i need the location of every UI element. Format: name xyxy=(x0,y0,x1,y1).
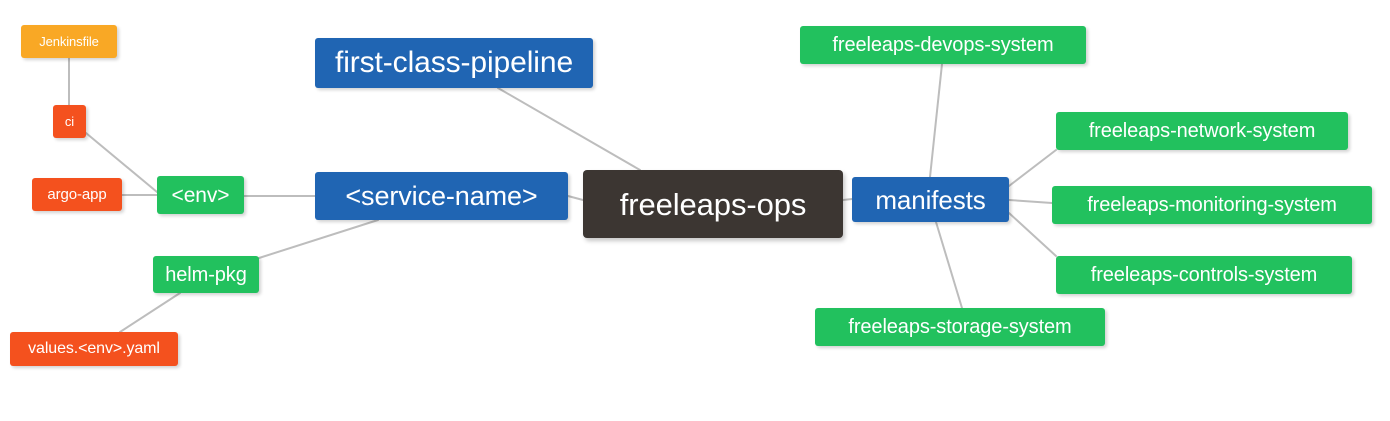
node-manifests[interactable]: manifests xyxy=(852,177,1009,222)
node-network-system[interactable]: freeleaps-network-system xyxy=(1056,112,1348,150)
edge-service-name-to-freeleaps-ops xyxy=(567,195,584,201)
node-label: helm-pkg xyxy=(165,263,247,286)
node-devops-system[interactable]: freeleaps-devops-system xyxy=(800,26,1086,64)
node-first-class-pipeline[interactable]: first-class-pipeline xyxy=(315,38,593,88)
node-helm-pkg[interactable]: helm-pkg xyxy=(153,256,259,293)
edge-helm-pkg-to-service-name xyxy=(258,219,379,259)
node-monitoring-system[interactable]: freeleaps-monitoring-system xyxy=(1052,186,1372,224)
node-label: argo-app xyxy=(47,186,107,203)
edge-manifests-to-network-system xyxy=(1008,149,1057,187)
node-label: manifests xyxy=(875,184,986,215)
node-label: freeleaps-devops-system xyxy=(832,34,1054,56)
edge-freeleaps-ops-to-manifests xyxy=(842,198,853,201)
node-label: values.<env>.yaml xyxy=(28,340,160,357)
node-label: freeleaps-network-system xyxy=(1088,120,1316,142)
edge-manifests-to-devops-system xyxy=(929,63,943,178)
edge-first-class-pipeline-to-freeleaps-ops xyxy=(497,87,641,171)
node-label: freeleaps-storage-system xyxy=(848,316,1072,338)
node-ci[interactable]: ci xyxy=(53,105,86,138)
node-label: ci xyxy=(64,114,75,129)
node-jenkinsfile[interactable]: Jenkinsfile xyxy=(21,25,117,58)
node-label: <env> xyxy=(171,183,230,207)
node-label: freeleaps-monitoring-system xyxy=(1087,194,1337,216)
node-label: freeleaps-controls-system xyxy=(1090,264,1318,286)
edge-values-yaml-to-helm-pkg xyxy=(119,292,181,333)
edge-manifests-to-controls-system xyxy=(1008,212,1057,257)
node-controls-system[interactable]: freeleaps-controls-system xyxy=(1056,256,1352,294)
node-label: Jenkinsfile xyxy=(39,34,99,49)
node-values-yaml[interactable]: values.<env>.yaml xyxy=(10,332,178,366)
node-service-name[interactable]: <service-name> xyxy=(315,172,568,220)
node-label: <service-name> xyxy=(345,180,538,211)
node-env[interactable]: <env> xyxy=(157,176,244,214)
node-argo-app[interactable]: argo-app xyxy=(32,178,122,211)
edge-manifests-to-storage-system xyxy=(935,221,963,309)
node-freeleaps-ops[interactable]: freeleaps-ops xyxy=(583,170,843,238)
edge-manifests-to-monitoring-system xyxy=(1008,199,1053,204)
node-label: freeleaps-ops xyxy=(619,186,807,222)
node-label: first-class-pipeline xyxy=(334,46,574,79)
node-storage-system[interactable]: freeleaps-storage-system xyxy=(815,308,1105,346)
